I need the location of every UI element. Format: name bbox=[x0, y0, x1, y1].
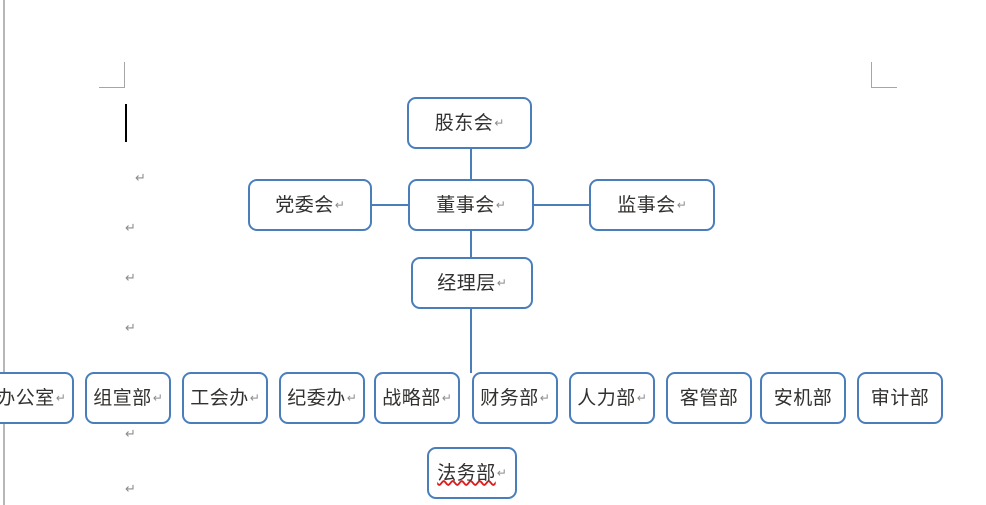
org-node-label: 法务部 bbox=[437, 461, 496, 484]
paragraph-mark: ↵ bbox=[152, 391, 163, 405]
org-node-party[interactable]: 党委会↵ bbox=[248, 179, 372, 231]
department-node-office[interactable]: 办公室↵ bbox=[0, 372, 74, 424]
connector-management-to-depts bbox=[470, 309, 472, 373]
org-node-label: 股东会 bbox=[434, 111, 494, 134]
top-right-margin-mark bbox=[871, 62, 897, 88]
paragraph-mark: ↵ bbox=[125, 321, 136, 336]
paragraph-mark: ↵ bbox=[494, 116, 505, 130]
paragraph-mark: ↵ bbox=[125, 427, 136, 442]
department-node-label: 工会办 bbox=[190, 386, 249, 409]
department-node-hr[interactable]: 人力部↵ bbox=[569, 372, 655, 424]
paragraph-mark: ↵ bbox=[346, 391, 357, 405]
department-node-label: 财务部 bbox=[480, 386, 539, 409]
connector-shareholders-to-board bbox=[470, 149, 472, 179]
paragraph-mark: ↵ bbox=[125, 221, 136, 236]
paragraph-mark: ↵ bbox=[496, 276, 507, 290]
department-node-audit[interactable]: 审计部 bbox=[857, 372, 943, 424]
org-node-label: 党委会 bbox=[275, 193, 334, 216]
org-node-supervisors[interactable]: 监事会↵ bbox=[589, 179, 715, 231]
paragraph-mark: ↵ bbox=[636, 391, 647, 405]
org-node-shareholders[interactable]: 股东会↵ bbox=[407, 97, 532, 149]
department-node-customer[interactable]: 客管部 bbox=[666, 372, 752, 424]
paragraph-mark: ↵ bbox=[125, 482, 136, 497]
paragraph-mark: ↵ bbox=[55, 391, 66, 405]
department-node-label: 纪委办 bbox=[287, 386, 346, 409]
department-node-strategy[interactable]: 战略部↵ bbox=[374, 372, 460, 424]
connector-party-to-board bbox=[372, 204, 408, 206]
department-node-label: 人力部 bbox=[577, 386, 636, 409]
paragraph-mark: ↵ bbox=[676, 198, 687, 212]
department-node-label: 审计部 bbox=[870, 386, 930, 409]
paragraph-mark: ↵ bbox=[496, 466, 507, 480]
connector-board-to-management bbox=[470, 231, 472, 257]
paragraph-mark: ↵ bbox=[441, 391, 452, 405]
department-node-label: 客管部 bbox=[679, 386, 739, 409]
paragraph-mark: ↵ bbox=[125, 271, 136, 286]
top-left-margin-mark bbox=[99, 62, 125, 88]
connector-board-to-supervisors bbox=[534, 204, 589, 206]
org-node-management[interactable]: 经理层↵ bbox=[411, 257, 533, 309]
department-node-propaganda[interactable]: 组宣部↵ bbox=[85, 372, 171, 424]
paragraph-mark: ↵ bbox=[249, 391, 260, 405]
department-node-label: 战略部 bbox=[382, 386, 441, 409]
org-node-board[interactable]: 董事会↵ bbox=[408, 179, 534, 231]
paragraph-mark: ↵ bbox=[135, 171, 146, 186]
org-node-legal[interactable]: 法务部↵ bbox=[427, 447, 517, 499]
department-node-label: 组宣部 bbox=[93, 386, 152, 409]
department-node-label: 安机部 bbox=[773, 386, 833, 409]
department-node-safety[interactable]: 安机部 bbox=[760, 372, 846, 424]
paragraph-mark: ↵ bbox=[539, 391, 550, 405]
org-node-label: 董事会 bbox=[436, 193, 495, 216]
paragraph-mark: ↵ bbox=[334, 198, 345, 212]
paragraph-mark: ↵ bbox=[495, 198, 506, 212]
department-node-union[interactable]: 工会办↵ bbox=[182, 372, 268, 424]
department-node-discipline[interactable]: 纪委办↵ bbox=[279, 372, 365, 424]
text-caret bbox=[125, 104, 127, 142]
org-node-label: 监事会 bbox=[617, 193, 676, 216]
document-left-edge bbox=[3, 0, 5, 505]
department-node-finance[interactable]: 财务部↵ bbox=[472, 372, 558, 424]
department-node-label: 办公室 bbox=[0, 386, 55, 409]
org-node-label: 经理层 bbox=[437, 271, 496, 294]
